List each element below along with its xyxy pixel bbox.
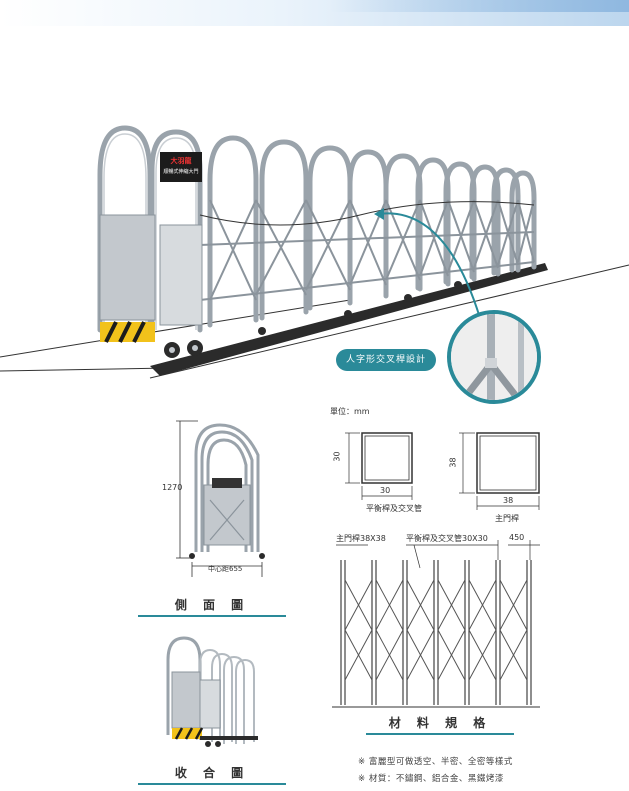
note-material: ※ 材質：不鏽鋼、鋁合金、黑鐵烤漆 bbox=[358, 774, 504, 784]
folded-view-title: 收 合 圖 bbox=[174, 766, 250, 780]
side-view-height-label: 1270 bbox=[162, 483, 183, 492]
top-accent-stripe bbox=[330, 0, 629, 12]
pitch-label: 450 bbox=[509, 533, 525, 542]
cross-bar-design-callout: 人字形交叉桿設計 bbox=[336, 349, 436, 371]
retractable-gate-illustration bbox=[0, 125, 629, 379]
side-view-title-underline bbox=[138, 615, 286, 617]
tube-small-caption: 平衡桿及交叉管 bbox=[366, 504, 422, 513]
note-style: ※ 富麗型可做透空、半密、全密等樣式 bbox=[358, 757, 513, 767]
unit-label: 單位：mm bbox=[330, 407, 370, 416]
gate-sign-brand: 大羽龍 bbox=[170, 157, 192, 165]
cross-bar-label: 平衡桿及交叉管30X30 bbox=[406, 534, 488, 543]
side-view-center-distance-label: 中心距655 bbox=[208, 565, 243, 573]
material-spec-title-underline bbox=[366, 733, 514, 735]
gate-sign-subtitle: 順暢式伸縮大門 bbox=[163, 169, 199, 175]
cross-bar-detail-zoom bbox=[447, 310, 541, 404]
folded-view-title-underline bbox=[138, 783, 286, 785]
tube-large-caption: 主門桿 bbox=[495, 514, 519, 523]
tube-large-width: 38 bbox=[503, 496, 514, 505]
tube-small-width: 30 bbox=[380, 486, 391, 495]
main-bar-label: 主門桿38X38 bbox=[336, 534, 386, 543]
side-view-title: 側 面 圖 bbox=[174, 598, 250, 612]
material-spec-title: 材 料 規 格 bbox=[388, 716, 492, 730]
